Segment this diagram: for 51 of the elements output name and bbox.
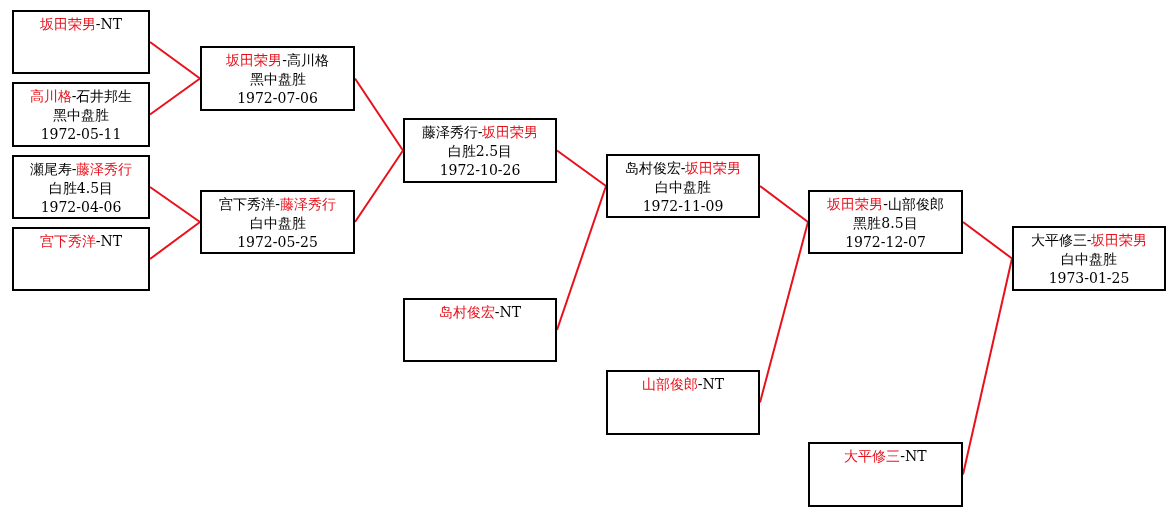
match-box <box>403 298 557 362</box>
match-box <box>200 190 355 254</box>
result-text: 黑胜8.5目 <box>853 214 918 233</box>
bracket-line <box>354 149 404 223</box>
match-box <box>1012 226 1166 291</box>
bracket-line <box>962 221 1013 260</box>
match-box <box>808 190 963 254</box>
players-text: 山部俊郎-NT <box>641 375 725 394</box>
result-text: 白中盘胜 <box>249 214 306 233</box>
date-text: 1972-05-25 <box>237 233 318 252</box>
result-text: 白胜4.5目 <box>48 179 114 198</box>
match-box <box>12 82 150 147</box>
bracket-line <box>556 149 607 187</box>
match-box <box>808 442 963 507</box>
players-text: 大平修三-坂田荣男 <box>1030 231 1148 250</box>
date-text: 1972-10-26 <box>439 161 521 180</box>
result-text: 白中盘胜 <box>1061 250 1117 269</box>
result-text: 白胜2.5目 <box>447 142 513 161</box>
players-text: 大平修三-NT <box>844 447 927 466</box>
match-box <box>403 118 557 183</box>
players-text: 坂田荣男-山部俊郎 <box>827 195 944 214</box>
players-text: 坂田荣男-高川格 <box>226 51 329 70</box>
players-text: 宫下秀洋-NT <box>39 232 123 251</box>
match-box <box>606 154 760 218</box>
bracket-line <box>149 186 201 223</box>
bracket-line <box>149 221 201 260</box>
match-box <box>12 10 150 74</box>
date-text: 1972-07-06 <box>237 89 318 108</box>
result-text: 黑中盘胜 <box>53 106 109 125</box>
date-text: 1972-04-06 <box>40 198 122 217</box>
players-text: 坂田荣男-NT <box>39 15 123 34</box>
match-box <box>12 155 150 219</box>
result-text: 黑中盘胜 <box>249 70 306 89</box>
players-text: 高川格-石井邦生 <box>29 87 133 106</box>
match-box <box>200 46 355 111</box>
match-box <box>606 370 760 435</box>
date-text: 1972-11-09 <box>642 197 724 216</box>
match-box <box>12 227 150 291</box>
date-text: 1972-12-07 <box>845 233 926 252</box>
players-text: 岛村俊宏-坂田荣男 <box>624 159 742 178</box>
bracket-line <box>149 41 201 80</box>
bracket-line <box>354 77 404 152</box>
players-text: 藤泽秀行-坂田荣男 <box>421 123 539 142</box>
players-text: 宫下秀洋-藤泽秀行 <box>219 195 336 214</box>
bracket-line <box>149 77 201 116</box>
players-text: 岛村俊宏-NT <box>438 303 522 322</box>
result-text: 白中盘胜 <box>655 178 711 197</box>
date-text: 1973-01-25 <box>1048 269 1130 288</box>
bracket-line <box>759 185 809 223</box>
players-text: 瀬尾寿-藤泽秀行 <box>29 160 133 179</box>
date-text: 1972-05-11 <box>40 125 122 144</box>
